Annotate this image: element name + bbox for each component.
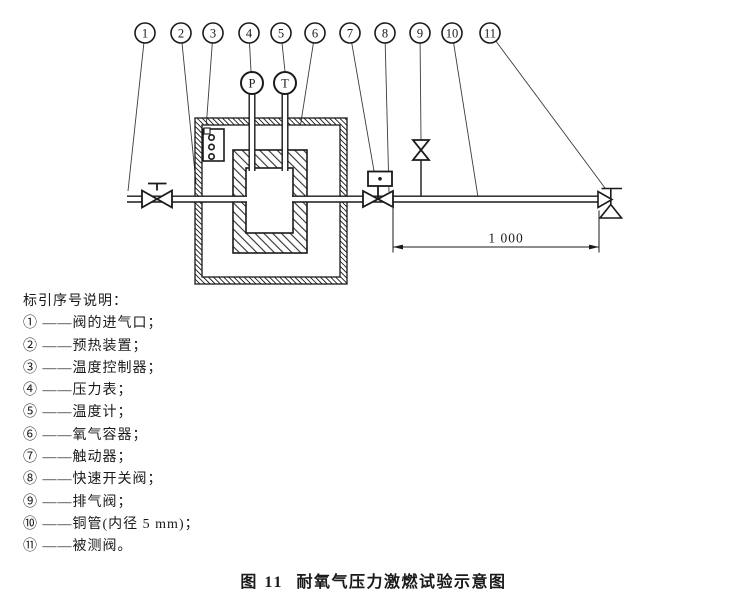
leader-2 bbox=[181, 42, 197, 184]
leader-8 bbox=[384, 42, 390, 193]
legend-item-3: ③ ——温度控制器； bbox=[23, 360, 163, 376]
legend-item-9: ⑨ ——排气阀； bbox=[23, 494, 133, 510]
svg-text:7: 7 bbox=[347, 26, 353, 40]
leader-lines bbox=[127, 40, 606, 198]
svg-text:6: 6 bbox=[312, 26, 318, 40]
legend: 标引序号说明： ① ——阀的进气口； ② ——预热装置； ③ ——温度控制器； … bbox=[23, 291, 200, 559]
dimension-arrow-right bbox=[589, 244, 599, 250]
callout-11: 11 bbox=[479, 22, 501, 44]
svg-text:3: 3 bbox=[210, 26, 216, 40]
dimension-1000: 1 000 bbox=[392, 208, 600, 253]
tested-valve bbox=[597, 187, 624, 219]
actuator bbox=[367, 170, 393, 187]
leader-9 bbox=[419, 42, 422, 140]
legend-title: 标引序号说明： bbox=[23, 294, 128, 309]
svg-text:2: 2 bbox=[178, 26, 184, 40]
copper-tube-pipe bbox=[127, 195, 598, 203]
leader-3 bbox=[205, 42, 213, 130]
leader-7 bbox=[351, 42, 375, 172]
temperature-gauge: T bbox=[273, 71, 297, 95]
figure-title: 耐氧气压力激燃试验示意图 bbox=[296, 574, 507, 591]
callout-7: 7 bbox=[339, 22, 361, 44]
actuator-dot bbox=[378, 177, 382, 181]
svg-text:9: 9 bbox=[417, 26, 423, 40]
legend-item-4: ④ ——压力表； bbox=[23, 383, 133, 399]
figure-number: 图 11 bbox=[240, 574, 284, 591]
legend-item-8: ⑧ ——快速开关阀； bbox=[23, 472, 163, 488]
temperature-controller bbox=[202, 127, 225, 162]
leader-10 bbox=[453, 42, 479, 198]
test-apparatus-diagram: P T bbox=[127, 22, 624, 285]
svg-text:10: 10 bbox=[446, 26, 459, 40]
leader-11 bbox=[495, 40, 606, 189]
callout-8: 8 bbox=[374, 22, 396, 44]
callout-10: 10 bbox=[441, 22, 463, 44]
svg-text:11: 11 bbox=[484, 26, 496, 40]
callout-1: 1 bbox=[134, 22, 156, 44]
legend-item-11: ⑪ ——被测阀。 bbox=[23, 539, 133, 555]
dimension-arrow-left bbox=[393, 244, 403, 250]
leader-4 bbox=[249, 42, 252, 72]
legend-item-2: ② ——预热装置； bbox=[23, 338, 148, 354]
leader-1 bbox=[127, 42, 145, 192]
svg-text:8: 8 bbox=[382, 26, 388, 40]
callout-2: 2 bbox=[170, 22, 192, 44]
exhaust-valve bbox=[411, 139, 431, 197]
callout-3: 3 bbox=[202, 22, 224, 44]
legend-item-7: ⑦ ——触动器； bbox=[23, 450, 133, 466]
legend-item-10: ⑩ ——铜管(内径 5 mm)； bbox=[23, 516, 200, 532]
svg-text:5: 5 bbox=[278, 26, 284, 40]
dimension-label: 1 000 bbox=[488, 231, 523, 246]
callout-6: 6 bbox=[304, 22, 326, 44]
gauge-stems bbox=[248, 94, 289, 171]
legend-item-6: ⑥ ——氧气容器； bbox=[23, 427, 148, 443]
callout-9: 9 bbox=[409, 22, 431, 44]
pressure-gauge: P bbox=[240, 71, 264, 95]
callout-4: 4 bbox=[238, 22, 260, 44]
temperature-gauge-label: T bbox=[281, 77, 289, 91]
pressure-gauge-label: P bbox=[249, 77, 256, 91]
legend-item-5: ⑤ ——温度计； bbox=[23, 405, 133, 421]
quick-switch-valve bbox=[362, 186, 394, 209]
inlet-valve bbox=[141, 182, 173, 210]
leader-5 bbox=[281, 42, 286, 72]
legend-item-1: ① ——阀的进气口； bbox=[23, 316, 163, 332]
figure-caption: 图 11 耐氧气压力激燃试验示意图 bbox=[0, 568, 737, 592]
svg-text:1: 1 bbox=[142, 26, 148, 40]
callout-circles: 1 2 3 4 5 6 7 8 9 10 11 bbox=[134, 22, 501, 44]
callout-5: 5 bbox=[270, 22, 292, 44]
svg-text:4: 4 bbox=[246, 26, 253, 40]
